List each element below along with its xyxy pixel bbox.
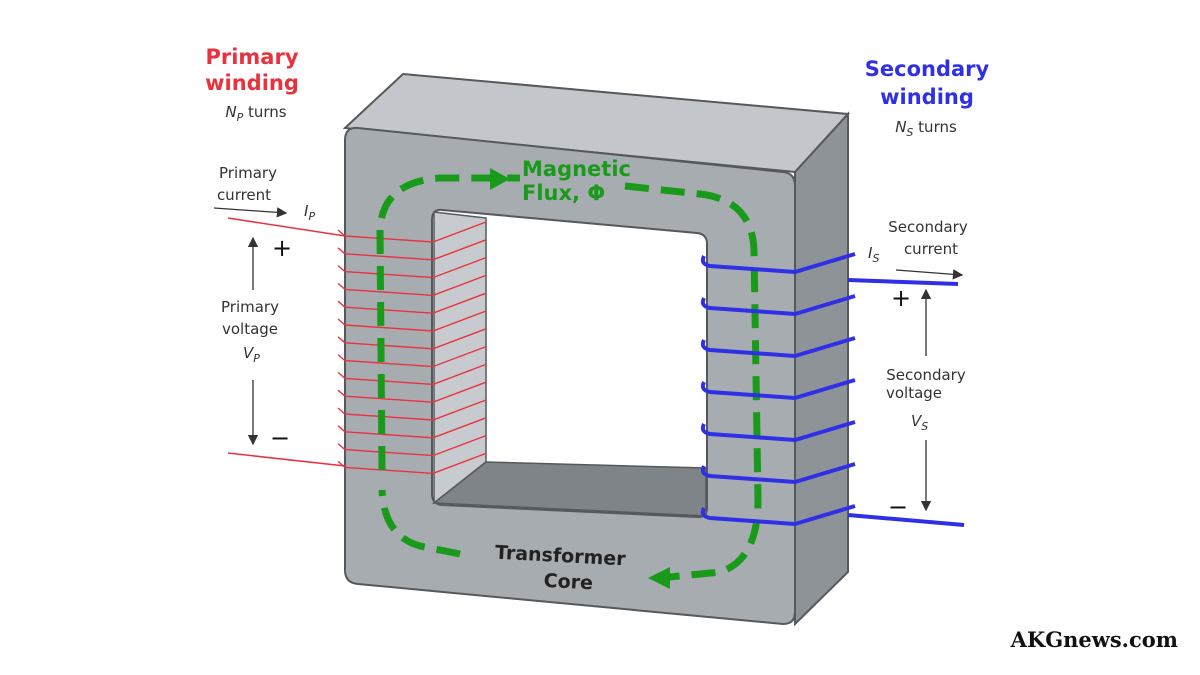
site-watermark: AKGnews.com xyxy=(1010,627,1178,652)
primary-coil-edge xyxy=(337,443,346,451)
primary-coil-edge xyxy=(337,371,346,379)
primary-current-arrow xyxy=(213,207,288,218)
primary-current-symbol: IP xyxy=(304,202,315,223)
core-side-face xyxy=(794,111,849,627)
secondary-current-label: Secondary xyxy=(888,218,968,236)
primary-voltage-label-line2: voltage xyxy=(222,320,278,338)
secondary-voltage-label-line2: voltage xyxy=(886,384,942,402)
secondary-voltage-label: Secondary xyxy=(886,366,966,384)
primary-coil-turn xyxy=(344,274,487,297)
primary-coil-turn xyxy=(344,328,487,350)
magnetic-flux-path xyxy=(376,168,762,589)
primary-coil-edge xyxy=(337,247,346,255)
secondary-voltage-symbol: VS xyxy=(911,412,928,433)
primary-coil-edge xyxy=(337,425,346,433)
primary-coil-turn xyxy=(344,363,487,386)
flux-arrowhead-bottom xyxy=(648,567,670,589)
primary-winding-title-line2: winding xyxy=(205,71,299,95)
primary-winding-title: Primary xyxy=(205,45,298,69)
secondary-coil-turn xyxy=(700,504,856,526)
secondary-coil-turn xyxy=(700,462,856,484)
primary-coil-edge xyxy=(337,318,346,326)
primary-coil-edge xyxy=(337,300,346,308)
primary-voltage-symbol: VP xyxy=(243,344,260,365)
primary-coil-turn xyxy=(344,417,487,439)
secondary-voltage-plus: + xyxy=(891,284,911,312)
secondary-winding-title-line2: winding xyxy=(880,85,974,109)
primary-coil-edge xyxy=(337,354,346,362)
secondary-current-arrow xyxy=(895,269,964,280)
secondary-winding xyxy=(700,252,856,526)
primary-coil-turn xyxy=(344,239,487,261)
secondary-coil-turn xyxy=(700,420,856,442)
primary-coil-turn xyxy=(344,292,487,314)
primary-voltage-minus: − xyxy=(270,424,290,452)
primary-current-label: Primary xyxy=(219,164,277,182)
primary-coil-turn xyxy=(344,345,487,368)
core-window-left-wall xyxy=(433,211,487,505)
secondary-lead-top xyxy=(847,278,959,286)
secondary-current-label-line2: current xyxy=(904,240,958,258)
secondary-coil-turn xyxy=(700,336,856,358)
primary-coil-turn xyxy=(344,256,487,279)
transformer-core-label-line2: Core xyxy=(543,570,593,595)
primary-coil-turn xyxy=(344,452,487,475)
primary-lead-bottom xyxy=(227,452,346,467)
primary-current-label-line2: current xyxy=(217,186,271,204)
primary-coil-edge xyxy=(337,282,346,290)
magnetic-flux-label: Magnetic xyxy=(522,157,631,181)
primary-coil-turn xyxy=(344,310,487,332)
secondary-voltage-minus: − xyxy=(888,493,908,521)
primary-winding xyxy=(337,221,487,475)
primary-coil-turn xyxy=(344,434,487,457)
primary-coil-turn xyxy=(344,381,487,403)
primary-coil-turn xyxy=(344,221,487,243)
core-window-bottom-wall xyxy=(431,461,707,517)
magnetic-flux-label-line2: Flux, Φ xyxy=(522,181,605,205)
secondary-coil-turn xyxy=(700,378,856,400)
primary-coil-edge xyxy=(337,407,346,415)
primary-coil-edge xyxy=(337,336,346,344)
flux-arrowhead-top xyxy=(490,168,510,190)
primary-voltage-label: Primary xyxy=(221,298,279,316)
transformer-core xyxy=(342,72,851,627)
primary-voltage-plus: + xyxy=(272,234,292,262)
secondary-current-symbol: IS xyxy=(868,244,879,265)
primary-lead-top xyxy=(227,217,346,237)
secondary-turns-label: NS turns xyxy=(895,118,957,139)
secondary-winding-title: Secondary xyxy=(865,57,990,81)
secondary-coil-turn xyxy=(700,294,856,316)
secondary-coil-turn xyxy=(700,252,856,274)
core-front-face xyxy=(344,126,796,626)
primary-coil-edge xyxy=(337,389,346,397)
secondary-lead-bottom xyxy=(847,513,965,527)
primary-coil-edge xyxy=(337,229,346,237)
primary-coil-turn xyxy=(344,399,487,421)
primary-turns-label: NP turns xyxy=(225,103,286,124)
primary-coil-edge xyxy=(337,265,346,273)
